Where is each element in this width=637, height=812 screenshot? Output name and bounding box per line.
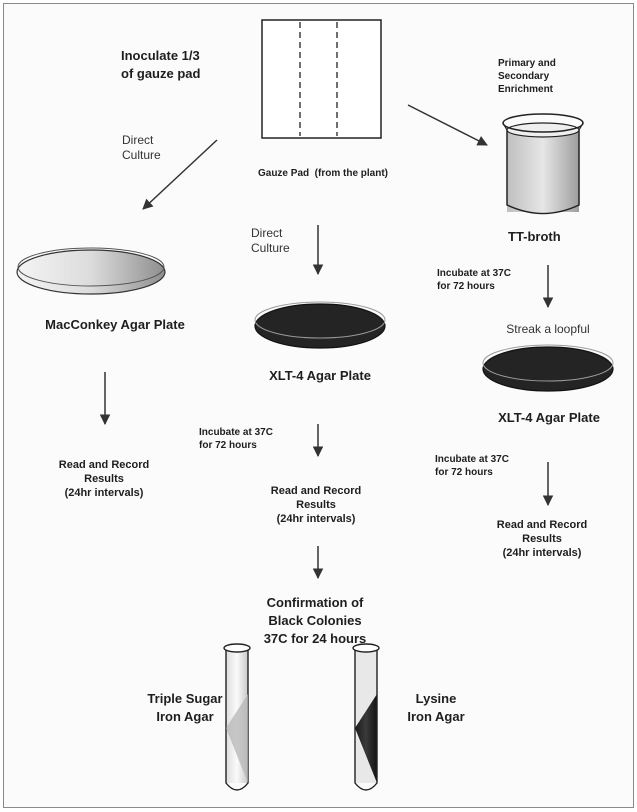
gauze-pad-icon — [261, 19, 382, 139]
read-left-label: Read and Record Results (24hr intervals) — [58, 459, 150, 499]
tt-broth-beaker-icon — [502, 113, 584, 215]
arrow-to-tt-broth — [407, 104, 488, 146]
incubate-right-1-label: Incubate at 37C for 72 hours — [437, 268, 511, 292]
macconkey-label: MacConkey Agar Plate — [45, 317, 185, 332]
arrow-to-macconkey — [142, 139, 218, 210]
macconkey-agar-plate-icon — [16, 247, 166, 295]
gauze-pad-label: Gauze Pad (from the plant) — [257, 168, 388, 179]
direct-culture-left-label: Direct Culture — [122, 133, 161, 162]
triple-sugar-iron-tube-icon — [223, 643, 251, 791]
tsi-label: Triple Sugar Iron Agar — [147, 691, 223, 724]
xlt4-agar-plate-center-icon — [254, 301, 386, 349]
xlt4-right-label: XLT-4 Agar Plate — [498, 410, 600, 425]
direct-culture-center-label: Direct Culture — [251, 226, 290, 255]
xlt4-agar-plate-right-icon — [482, 344, 614, 392]
xlt4-center-label: XLT-4 Agar Plate — [269, 368, 371, 383]
tt-broth-label: TT-broth — [508, 229, 561, 244]
incubate-center-label: Incubate at 37C for 72 hours — [199, 427, 273, 451]
read-center-label: Read and Record Results (24hr intervals) — [270, 485, 362, 525]
inoculate-label: Inoculate 1/3 of gauze pad — [121, 48, 201, 81]
lia-label: Lysine Iron Agar — [407, 691, 465, 724]
incubate-right-2-label: Incubate at 37C for 72 hours — [435, 454, 509, 478]
streak-label: Streak a loopful — [506, 322, 590, 336]
lysine-iron-tube-icon — [352, 643, 380, 791]
enrichment-label: Primary and Secondary Enrichment — [498, 58, 556, 95]
confirmation-label: Confirmation of Black Colonies 37C for 2… — [263, 595, 367, 646]
read-right-label: Read and Record Results (24hr intervals) — [496, 519, 588, 559]
